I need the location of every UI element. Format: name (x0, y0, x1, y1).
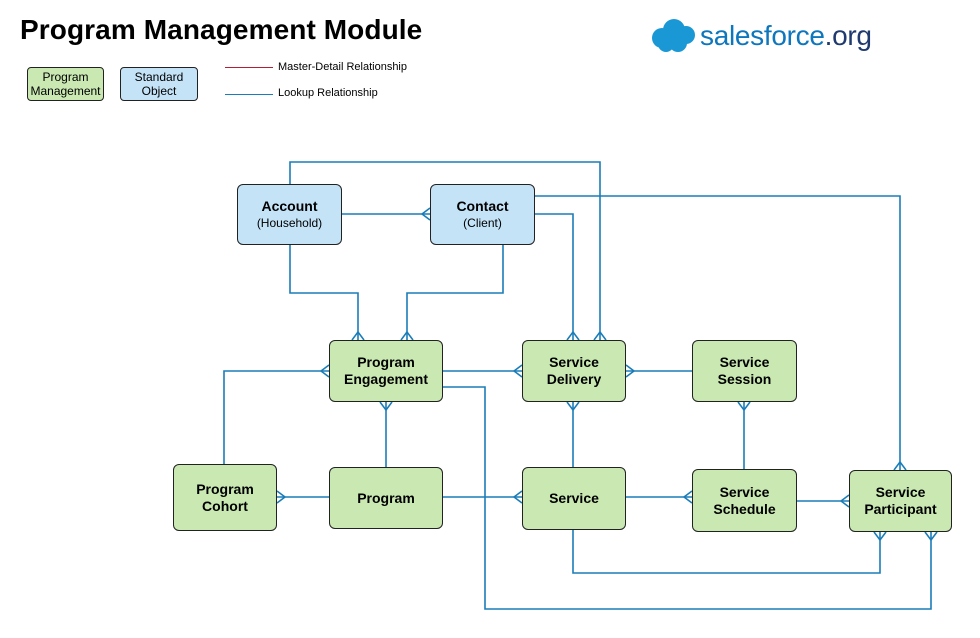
node-name: Service Session (717, 354, 772, 387)
node-service-schedule[interactable]: Service Schedule (692, 469, 797, 532)
link-contact-service-participant (535, 195, 901, 470)
node-name: Service Delivery (546, 354, 602, 387)
link-contact-program-engagement (406, 245, 504, 340)
node-name: Service Participant (864, 484, 937, 517)
logo-brand: salesforce (700, 20, 825, 51)
legend-lookup-label: Lookup Relationship (278, 87, 378, 99)
node-service-delivery[interactable]: Service Delivery (522, 340, 626, 402)
node-name: Program Cohort (196, 480, 254, 514)
link-account-service-delivery (289, 161, 601, 340)
node-service[interactable]: Service (522, 467, 626, 530)
link-program-engagement-service-participant (443, 386, 932, 610)
node-program[interactable]: Program (329, 467, 443, 529)
node-name: Account (261, 197, 318, 214)
legend-standard-object: Standard Object (120, 67, 198, 101)
link-cohort-program-engagement (223, 370, 329, 464)
legend-box-label: Standard Object (134, 70, 184, 98)
salesforce-logo-text: salesforce.org (700, 20, 872, 52)
link-account-program-engagement (289, 245, 359, 340)
cloud-icon (652, 19, 695, 52)
node-name: Program (357, 489, 415, 506)
link-contact-service-delivery (535, 213, 574, 340)
node-contact[interactable]: Contact (Client) (430, 184, 535, 245)
node-service-participant[interactable]: Service Participant (849, 470, 952, 532)
node-subtitle: (Client) (463, 215, 502, 230)
link-service-service-participant (572, 530, 881, 574)
node-program-engagement[interactable]: Program Engagement (329, 340, 443, 402)
legend-box-label: Program Management (30, 70, 101, 98)
node-name: Program Engagement (343, 354, 428, 387)
node-name: Service Schedule (713, 483, 776, 517)
legend-program-management: Program Management (27, 67, 104, 101)
legend-master-detail-line (225, 67, 273, 68)
node-name: Contact (456, 197, 509, 214)
node-subtitle: (Household) (256, 215, 323, 230)
page-title: Program Management Module (20, 14, 423, 45)
node-account[interactable]: Account (Household) (237, 184, 342, 245)
node-program-cohort[interactable]: Program Cohort (173, 464, 277, 531)
node-service-session[interactable]: Service Session (692, 340, 797, 402)
node-name: Service (549, 490, 599, 506)
legend-master-detail-label: Master-Detail Relationship (278, 61, 407, 73)
legend-lookup-line (225, 94, 273, 95)
logo-suffix: .org (824, 20, 872, 51)
